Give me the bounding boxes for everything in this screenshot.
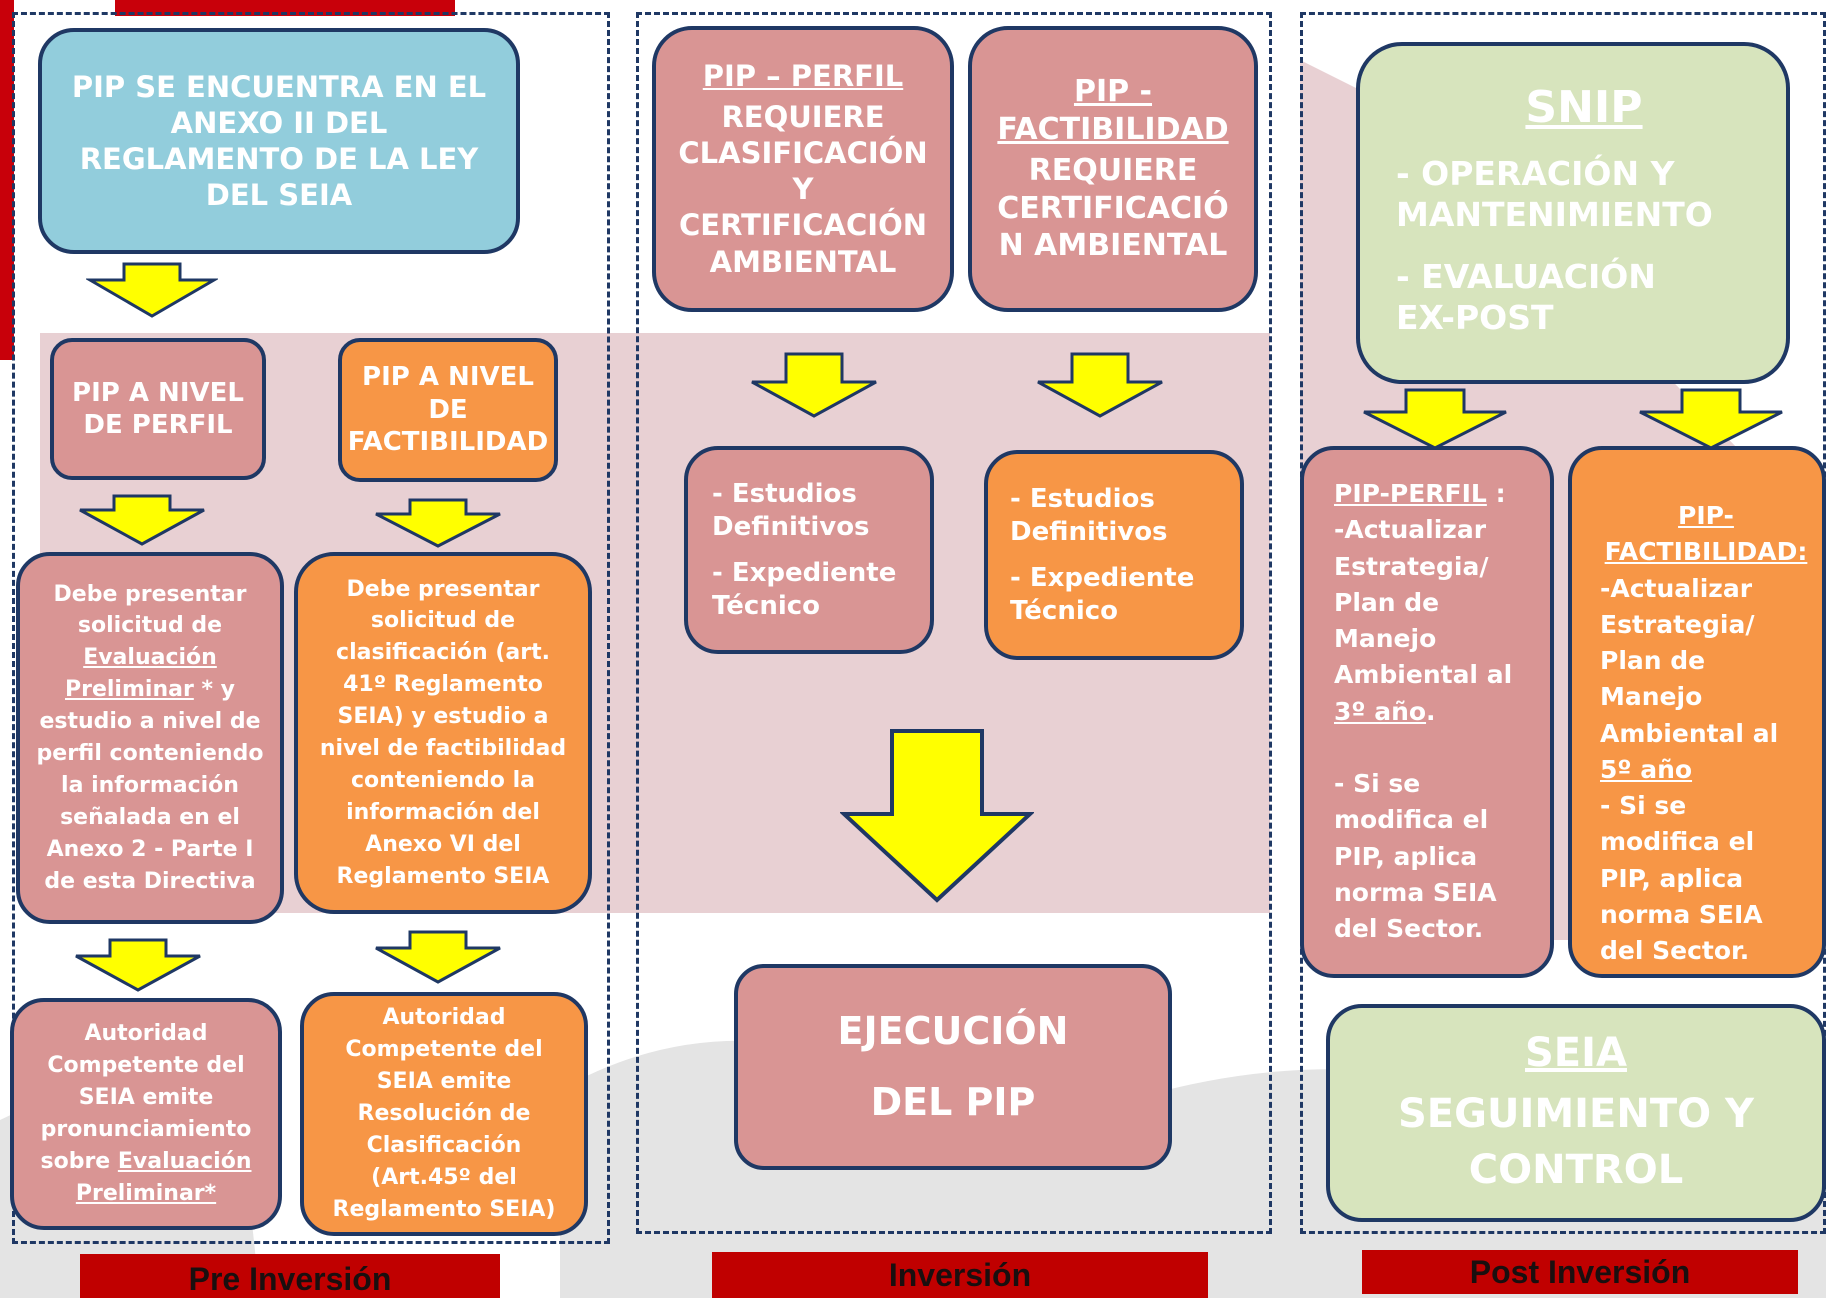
big-arrow-down-icon <box>840 729 1034 903</box>
perfil-line-1: PIP A NIVEL <box>72 377 244 408</box>
anexo-line-4: DEL SEIA <box>205 178 353 213</box>
estudios-factibilidad-box: - Estudios Definitivos - Expediente Técn… <box>984 450 1244 660</box>
arrow-down-icon <box>1639 388 1783 450</box>
pip-factibilidad-text: REQUIERE CERTIFICACIÓ N AMBIENTAL <box>997 153 1229 264</box>
arrow-down-icon <box>1037 352 1163 418</box>
anexo-ii-box: PIP SE ENCUENTRA EN EL ANEXO II DEL REGL… <box>38 28 520 254</box>
perfil-result-text: Autoridad Competente del SEIA emite pron… <box>28 1018 264 1209</box>
pip-nivel-factibilidad-box: PIP A NIVEL DE FACTIBILIDAD <box>338 338 558 482</box>
factibilidad-line-2: DE <box>428 394 468 425</box>
factibilidad-requirement-box: Debe presentar solicitud de clasificació… <box>294 552 592 914</box>
anexo-line-1: PIP SE ENCUENTRA EN EL <box>71 69 487 104</box>
snip-item-2: - EVALUACIÓN EX-POST <box>1396 256 1656 337</box>
perfil-req-part1: Debe presentar solicitud de <box>53 581 247 639</box>
evaluacion-preliminar-result-link: Evaluación Preliminar* <box>75 1148 252 1206</box>
arrow-down-icon <box>86 262 218 318</box>
ejecucion-line-2: DEL PIP <box>870 1080 1036 1124</box>
pip-perfil-post-colon: : <box>1486 479 1506 508</box>
phase-frame-inversion <box>636 12 1272 1234</box>
pip-perfil-post-year: 3º año <box>1334 696 1427 726</box>
pip-factibilidad-post-text: PIP-FACTIBILIDAD: -Actualizar Estrategia… <box>1600 498 1812 969</box>
pip-nivel-perfil-box: PIP A NIVEL DE PERFIL <box>50 338 266 480</box>
red-edge <box>0 0 14 360</box>
pip-factibilidad-post-t1: -Actualizar Estrategia/ Plan de Manejo A… <box>1600 573 1779 748</box>
factibilidad-requirement-text: Debe presentar solicitud de clasificació… <box>319 576 567 889</box>
pip-perfil-post-box: PIP-PERFIL : -Actualizar Estrategia/ Pla… <box>1300 446 1554 978</box>
pip-factibilidad-inversion-box: PIP - FACTIBILIDAD REQUIERE CERTIFICACIÓ… <box>968 26 1258 312</box>
snip-title: SNIP <box>1525 82 1643 133</box>
perfil-result-box: Autoridad Competente del SEIA emite pron… <box>10 998 282 1230</box>
pip-perfil-post-text: PIP-PERFIL : -Actualizar Estrategia/ Pla… <box>1334 476 1532 947</box>
pip-factibilidad-post-t2: - Si se modifica el PIP, aplica norma SE… <box>1600 791 1763 965</box>
phase-label-pre-inversion: Pre Inversión <box>80 1254 500 1298</box>
seia-text: SEGUIMIENTO Y CONTROL <box>1398 1091 1754 1193</box>
estudios-perfil-line-1: - Estudios Definitivos <box>712 479 870 542</box>
anexo-line-3: REGLAMENTO DE LA LEY <box>79 142 479 176</box>
arrow-down-icon <box>375 930 501 984</box>
arrow-down-icon <box>75 938 201 992</box>
pip-perfil-post-t2: - Si se modifica el PIP, aplica norma SE… <box>1334 769 1497 943</box>
perfil-result-part1: Autoridad Competente del SEIA emite pron… <box>40 1021 252 1174</box>
pip-perfil-text: REQUIERE CLASIFICACIÓN Y CERTIFICACIÓN A… <box>678 99 928 279</box>
pip-perfil-title: PIP – PERFIL <box>702 59 904 94</box>
seia-title: SEIA <box>1525 1030 1627 1076</box>
arrow-down-icon <box>375 498 501 548</box>
estudios-factibilidad-line-1: - Estudios Definitivos <box>1010 484 1168 547</box>
snip-box: SNIP - OPERACIÓN Y MANTENIMIENTO - EVALU… <box>1356 42 1790 384</box>
pip-factibilidad-post-box: PIP-FACTIBILIDAD: -Actualizar Estrategia… <box>1568 446 1826 978</box>
perfil-line-2: DE PERFIL <box>83 410 233 440</box>
ejecucion-del-pip-box: EJECUCIÓN DEL PIP <box>734 964 1172 1170</box>
pip-perfil-post-title: PIP-PERFIL <box>1334 479 1487 508</box>
anexo-line-2: ANEXO II DEL <box>170 105 388 140</box>
pip-perfil-inversion-box: PIP – PERFIL REQUIERE CLASIFICACIÓN Y CE… <box>652 26 954 312</box>
perfil-req-part2: * y estudio a nivel de perfil conteniend… <box>36 677 264 894</box>
factibilidad-line-3: FACTIBILIDAD <box>347 427 549 458</box>
pip-factibilidad-title: PIP - FACTIBILIDAD <box>997 74 1229 147</box>
perfil-requirement-text: Debe presentar solicitud de Evaluación P… <box>34 579 266 898</box>
arrow-down-icon <box>1363 388 1507 450</box>
phase-label-post-inversion: Post Inversión <box>1362 1250 1798 1294</box>
phase-label-inversion: Inversión <box>712 1252 1208 1298</box>
snip-item-1: - OPERACIÓN Y MANTENIMIENTO <box>1396 154 1713 235</box>
estudios-perfil-line-2: - Expediente Técnico <box>712 558 897 621</box>
ejecucion-line-1: EJECUCIÓN <box>837 1008 1069 1053</box>
seia-box: SEIA SEGUIMIENTO Y CONTROL <box>1326 1004 1826 1222</box>
factibilidad-line-1: PIP A NIVEL <box>362 362 534 393</box>
estudios-factibilidad-line-2: - Expediente Técnico <box>1010 563 1195 626</box>
phase-frame-pre-inversion <box>12 12 610 1244</box>
factibilidad-result-text: Autoridad Competente del SEIA emite Reso… <box>332 1005 556 1222</box>
perfil-requirement-box: Debe presentar solicitud de Evaluación P… <box>16 552 284 924</box>
pip-perfil-post-dot: . <box>1426 696 1436 726</box>
pip-perfil-post-t1: -Actualizar Estrategia/ Plan de Manejo A… <box>1334 515 1513 690</box>
estudios-perfil-box: - Estudios Definitivos - Expediente Técn… <box>684 446 934 654</box>
evaluacion-preliminar-link: Evaluación Preliminar <box>65 645 217 703</box>
pip-factibilidad-post-title: PIP-FACTIBILIDAD: <box>1604 501 1808 567</box>
arrow-down-icon <box>79 494 205 546</box>
factibilidad-result-box: Autoridad Competente del SEIA emite Reso… <box>300 992 588 1236</box>
pip-factibilidad-post-year: 5º año <box>1600 754 1693 784</box>
arrow-down-icon <box>751 352 877 418</box>
